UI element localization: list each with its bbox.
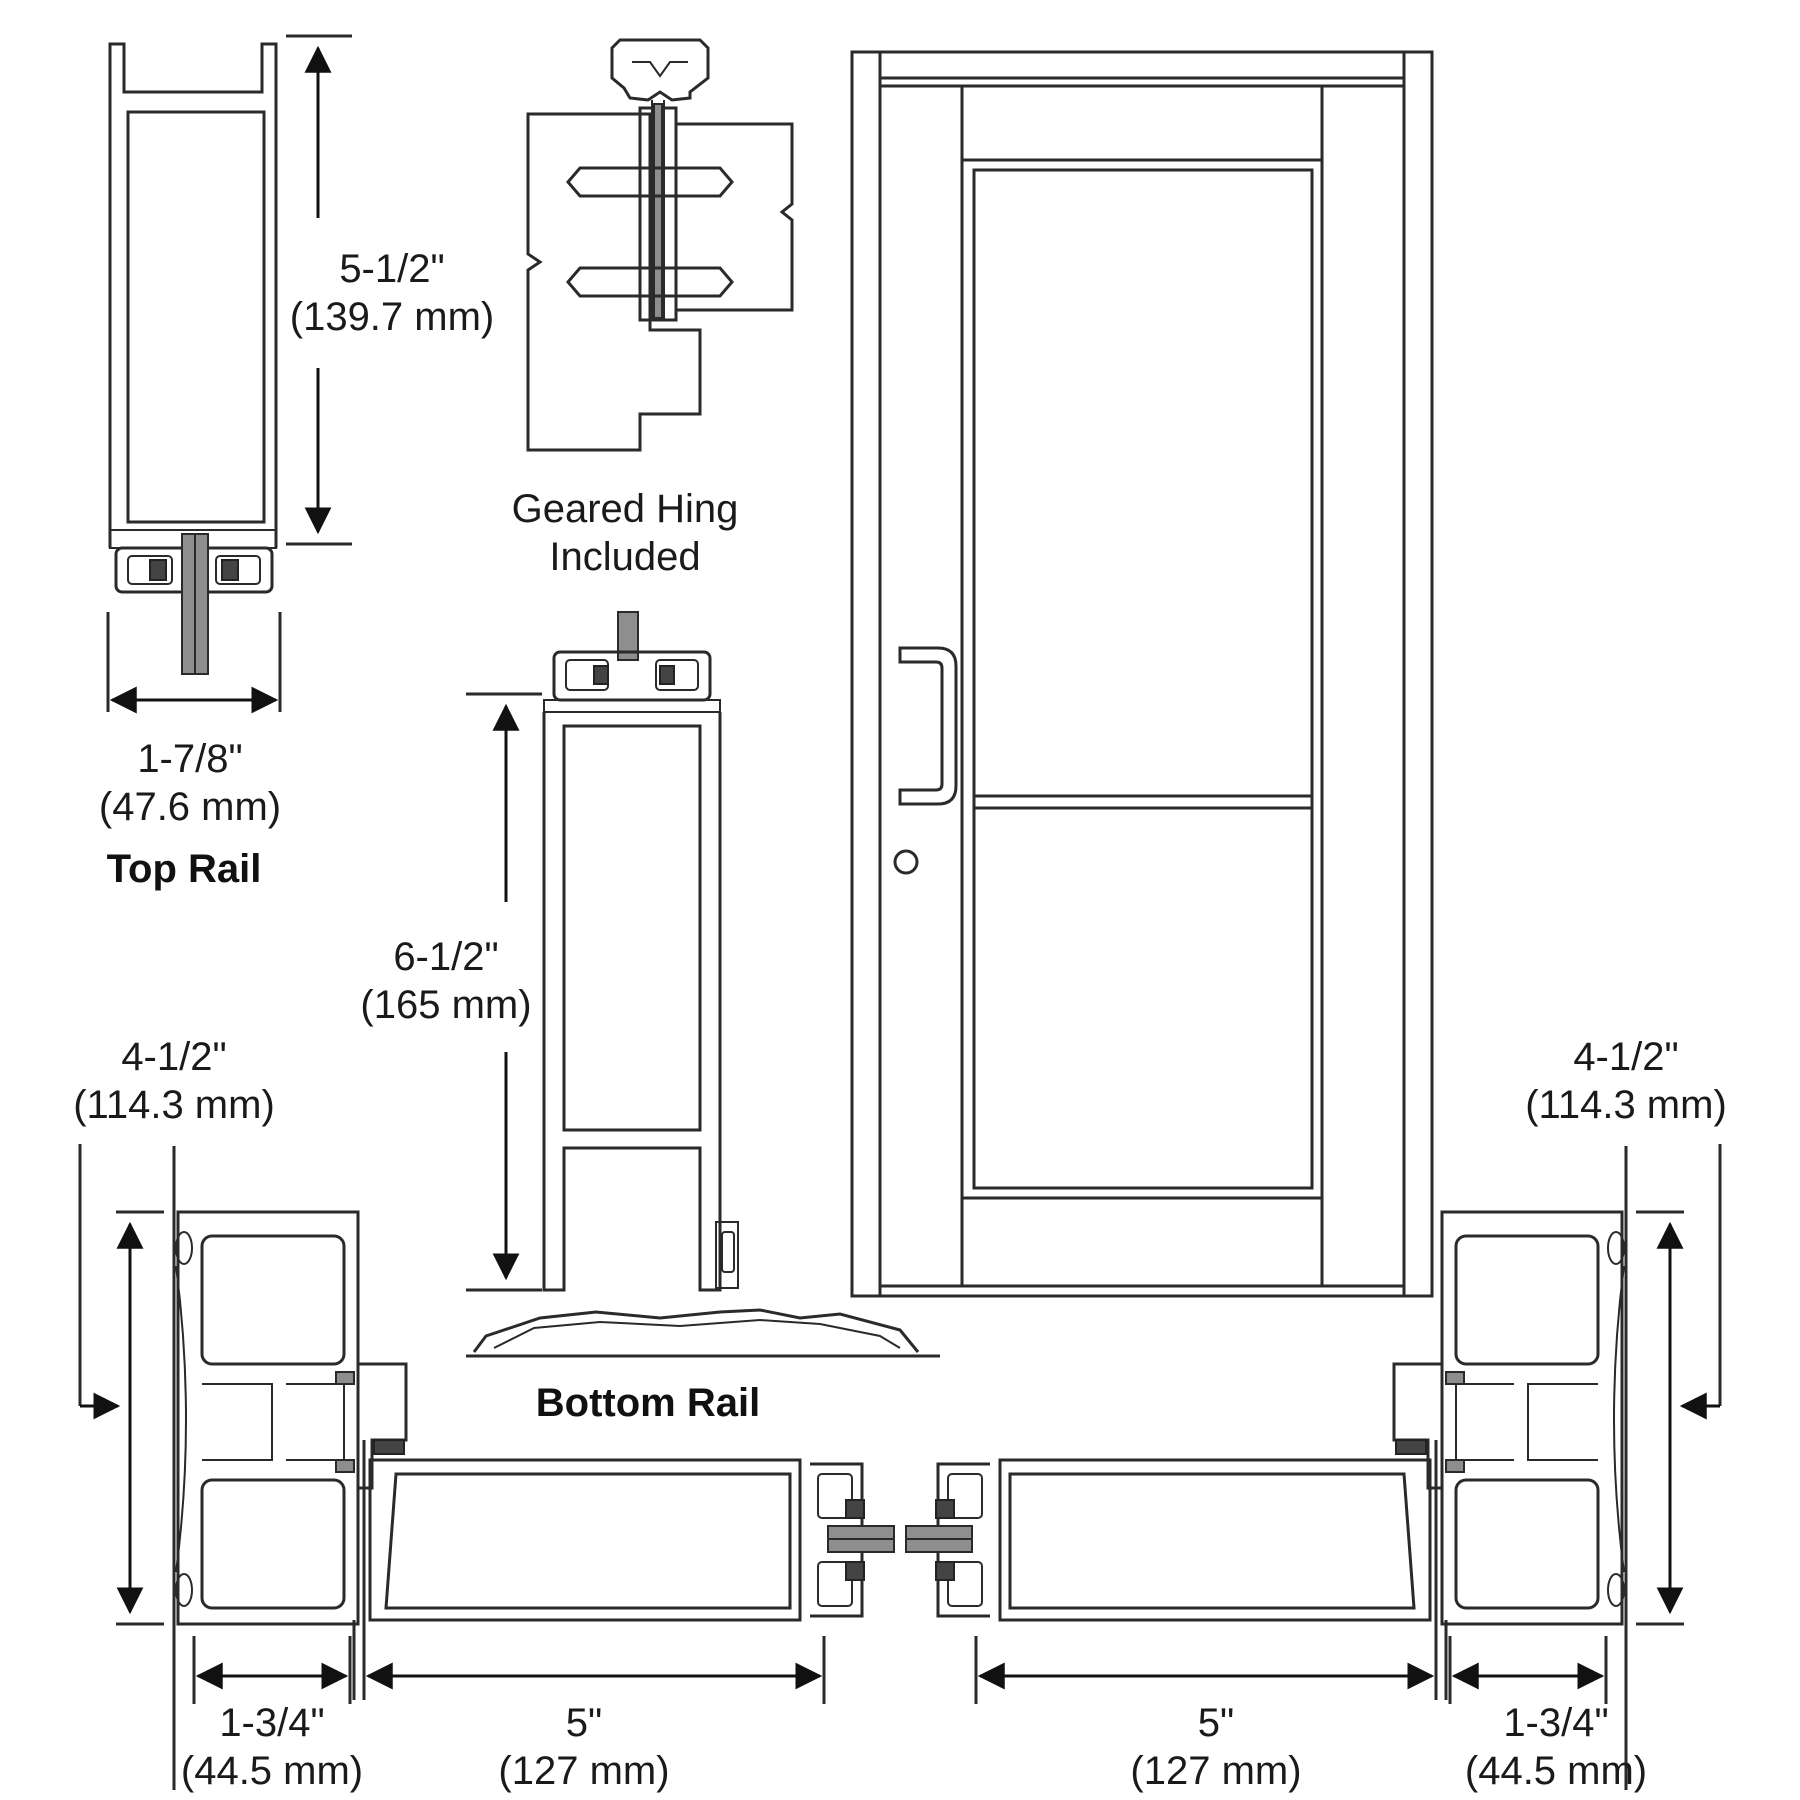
top-rail-height-imperial: 5-1/2" [339, 247, 444, 291]
bottom-rail-height-metric: (165 mm) [360, 983, 531, 1027]
right-stile-height-imperial: 4-1/2" [1573, 1035, 1678, 1079]
lock-cylinder [893, 849, 919, 875]
left-stile-width-imperial: 1-3/4" [219, 1701, 324, 1745]
pull-handle [898, 646, 958, 806]
right-stile-height-metric: (114.3 mm) [1525, 1083, 1727, 1127]
left-stile-width-metric: (44.5 mm) [181, 1749, 363, 1793]
left-meeting-width-metric: (127 mm) [498, 1749, 669, 1793]
right-stile-width-metric: (44.5 mm) [1465, 1749, 1647, 1793]
right-stile-width-imperial: 1-3/4" [1503, 1701, 1608, 1745]
left-stile-section [78, 1144, 895, 1790]
right-stile-section [905, 1144, 1722, 1790]
right-meeting-width-imperial: 5" [1198, 1701, 1234, 1745]
left-stile-height-metric: (114.3 mm) [73, 1083, 275, 1127]
top-rail-section [106, 34, 352, 714]
top-rail-width-metric: (47.6 mm) [99, 785, 281, 829]
hinge-caption-line1: Geared Hing [512, 487, 739, 531]
left-stile-height-imperial: 4-1/2" [121, 1035, 226, 1079]
door-elevation [850, 50, 1434, 1298]
top-rail-height-metric: (139.7 mm) [290, 295, 495, 339]
top-rail-caption: Top Rail [107, 847, 262, 891]
bottom-rail-section [466, 611, 940, 1358]
bottom-rail-height-imperial: 6-1/2" [393, 935, 498, 979]
left-meeting-width-imperial: 5" [566, 1701, 602, 1745]
right-meeting-width-metric: (127 mm) [1130, 1749, 1301, 1793]
geared-hinge-detail [526, 38, 794, 452]
hinge-caption-line2: Included [549, 535, 700, 579]
top-rail-width-imperial: 1-7/8" [137, 737, 242, 781]
bottom-rail-caption: Bottom Rail [536, 1381, 760, 1425]
